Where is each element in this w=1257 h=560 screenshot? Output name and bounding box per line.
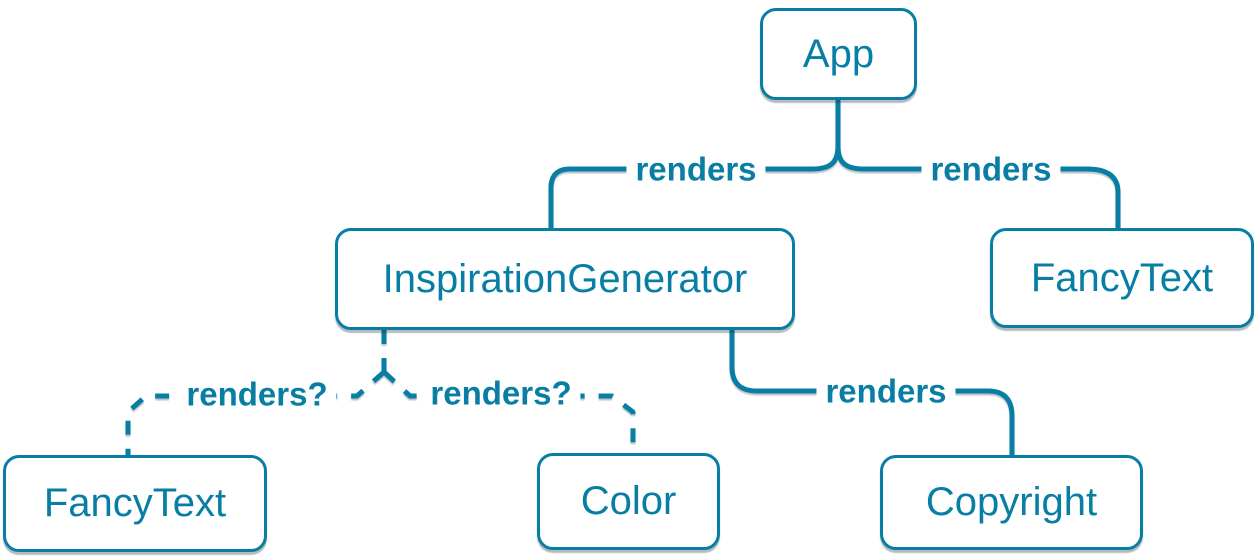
edge-label-app-inspirationgenerator: renders: [626, 152, 766, 186]
node-copyright: Copyright: [880, 455, 1143, 550]
edge-inspirationgenerator-to-fancytext-maybe: [125, 370, 386, 455]
node-fancy-text-top: FancyText: [990, 228, 1254, 328]
node-copyright-label: Copyright: [925, 480, 1098, 524]
edge-label-app-fancytext: renders: [921, 152, 1061, 186]
node-inspiration-generator: InspirationGenerator: [335, 228, 795, 330]
node-fancy-text-top-label: FancyText: [1030, 255, 1214, 300]
node-app-label: App: [802, 31, 875, 76]
node-color: Color: [537, 453, 720, 550]
node-fancy-text-bottom-label: FancyText: [43, 481, 227, 525]
edge-label-inspirationgenerator-fancytext: renders?: [177, 377, 337, 411]
edge-label-inspirationgenerator-copyright: renders: [816, 374, 956, 408]
node-app: App: [760, 8, 917, 100]
node-fancy-text-bottom: FancyText: [3, 455, 267, 552]
edge-label-inspirationgenerator-color: renders?: [421, 376, 581, 410]
node-color-label: Color: [580, 479, 677, 523]
edge-inspirationgenerator-to-color-maybe: [382, 370, 636, 453]
node-inspiration-generator-label: InspirationGenerator: [382, 256, 748, 301]
edge-app-to-fancytext: [835, 145, 1121, 228]
